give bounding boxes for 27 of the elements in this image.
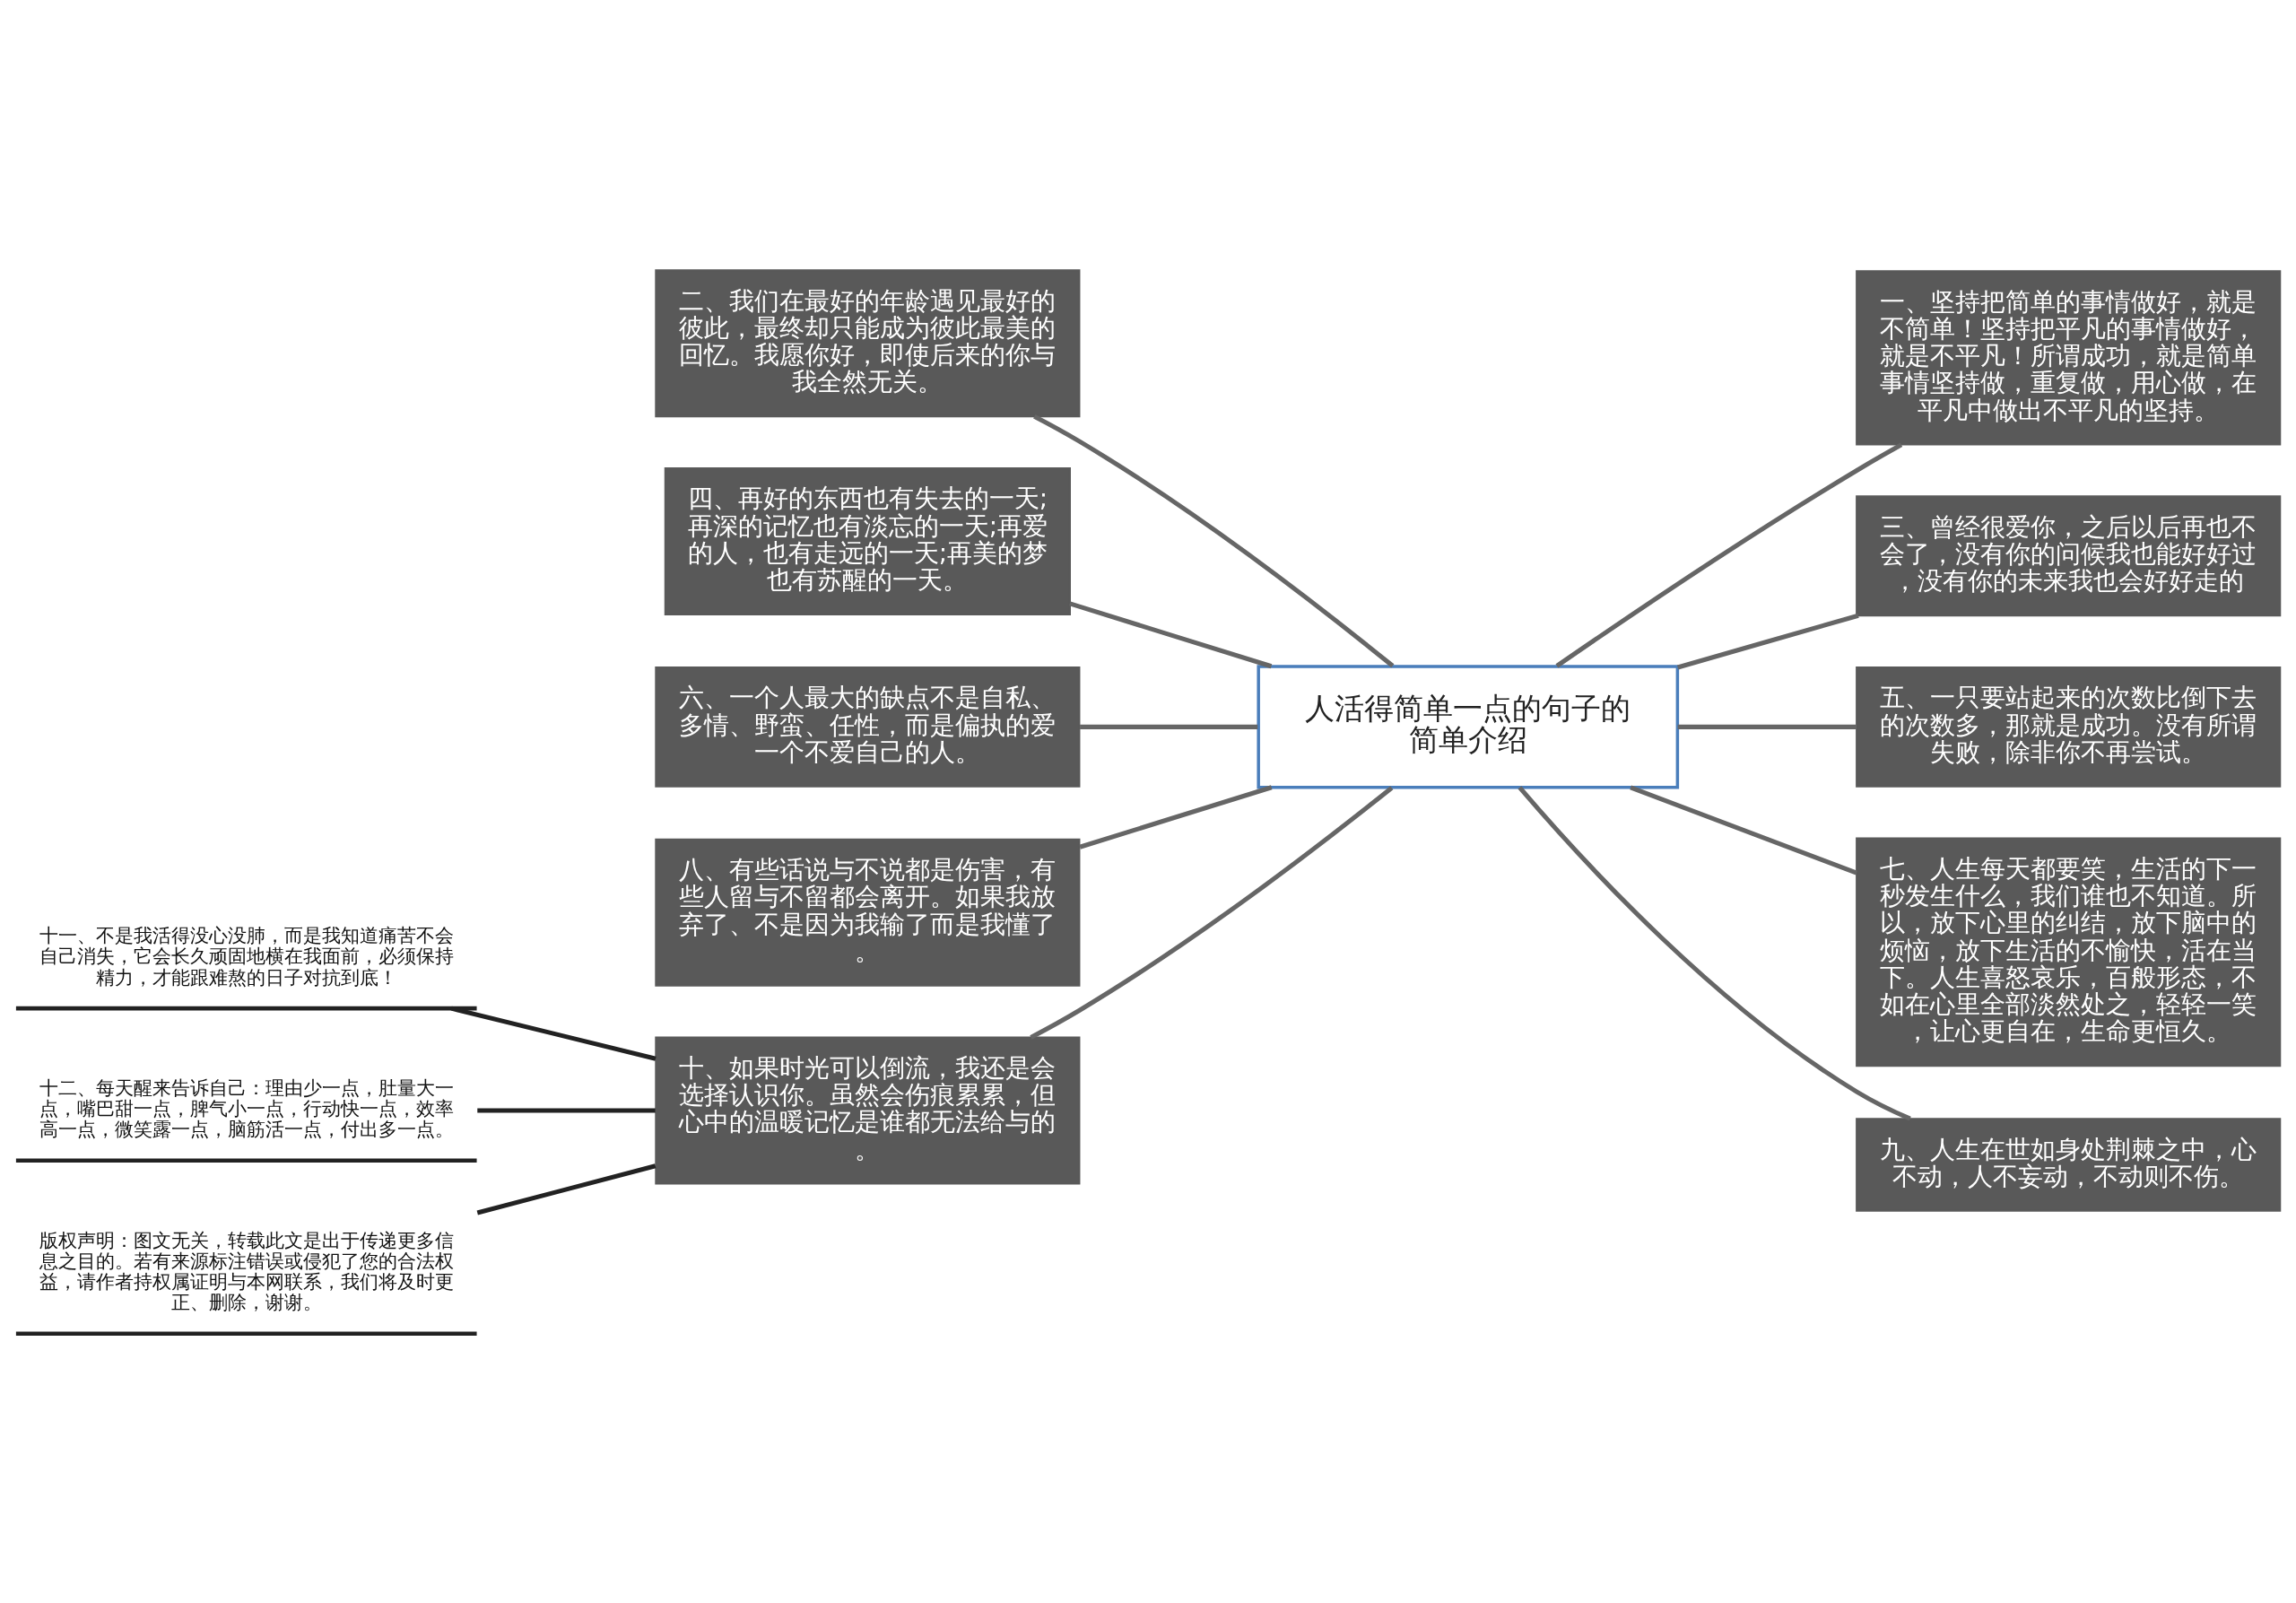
connector	[1079, 784, 1273, 849]
node-box: 五、一只要站起来的次数比倒下去的次数多，那就是成功。没有所谓失败，除非你不再尝试。	[1856, 666, 2282, 788]
node-box: 一、坚持把简单的事情做好，就是不简单！坚持把平凡的事情做好，就是不平凡！所谓成功，就是简单事情坚持做，重复做，用心做，在平凡中做出不平凡的坚持。	[1856, 269, 2282, 446]
node-box: 四、再好的东西也有失去的一天;再深的记忆也有淡忘的一天;再爱的人，也有走远的一天;再美的梦也有苏醒的一天。	[664, 466, 1071, 615]
connector	[1069, 600, 1273, 668]
connector	[1080, 724, 1258, 729]
connector	[1630, 785, 1857, 875]
node-box: 人活得简单一点的句子的简单介绍	[1257, 664, 1680, 788]
node-box: 六、一个人最大的缺点不是自私、多情、野蛮、任性，而是偏执的爱一个不爱自己的人。	[655, 666, 1081, 788]
connector	[477, 1107, 656, 1113]
connector	[1033, 414, 1395, 667]
node-text: 十二、每天醒来告诉自己：理由少一点，肚量大一点，嘴巴甜一点，脾气小一点，行动快一点，效率高一点，微笑露一点，脑筋活一点，付出多一点。	[39, 1076, 454, 1140]
node-box: 九、人生在世如身处荆棘之中，心不动，人不妄动，不动则不伤。	[1856, 1117, 2282, 1212]
node-box: 二、我们在最好的年龄遇见最好的彼此，最终却只能成为彼此最美的回忆。我愿你好，即使后来的你与我全然无关。	[655, 268, 1081, 417]
connector	[476, 1163, 657, 1215]
connector	[450, 1006, 657, 1061]
node-box: 八、有些话说与不说都是伤害，有些人留与不留都会离开。如果我放弃了、不是因为我输了而是我懂了。	[655, 838, 1081, 987]
connector	[1555, 441, 1903, 667]
node-text: 十一、不是我活得没心没肺，而是我知道痛苦不会自己消失，它会长久顽固地横在我面前，必须保持精力，才能跟难熬的日子对抗到底！	[39, 924, 454, 989]
connector	[1677, 724, 1857, 729]
node-box: 十、如果时光可以倒流，我还是会选择认识你。虽然会伤痕累累，但心中的温暖记忆是谁都无法给与的。	[655, 1036, 1081, 1184]
connector	[1030, 785, 1394, 1040]
connector	[1518, 785, 1911, 1120]
node-box: 七、人生每天都要笑，生活的下一秒发生什么，我们谁也不知道。所以，放下心里的纠结，放下脑中的烦恼，放下生活的不愉快，活在当下。人生喜怒哀乐，百般形态，不如在心里全部淡然处之，轻轻一笑，让心更自在，生命更恒久。	[1856, 837, 2282, 1067]
node-box: 三、曾经很爱你，之后以后再也不会了，没有你的问候我也能好好过，没有你的未来我也会好好走的	[1856, 494, 2282, 616]
connector	[1677, 613, 1859, 669]
node-text: 版权声明：图文无关，转载此文是出于传递更多信息之目的。若有来源标注错误或侵犯了您的合法权益，请作者持权属证明与本网联系，我们将及时更正、删除，谢谢。	[39, 1229, 454, 1313]
